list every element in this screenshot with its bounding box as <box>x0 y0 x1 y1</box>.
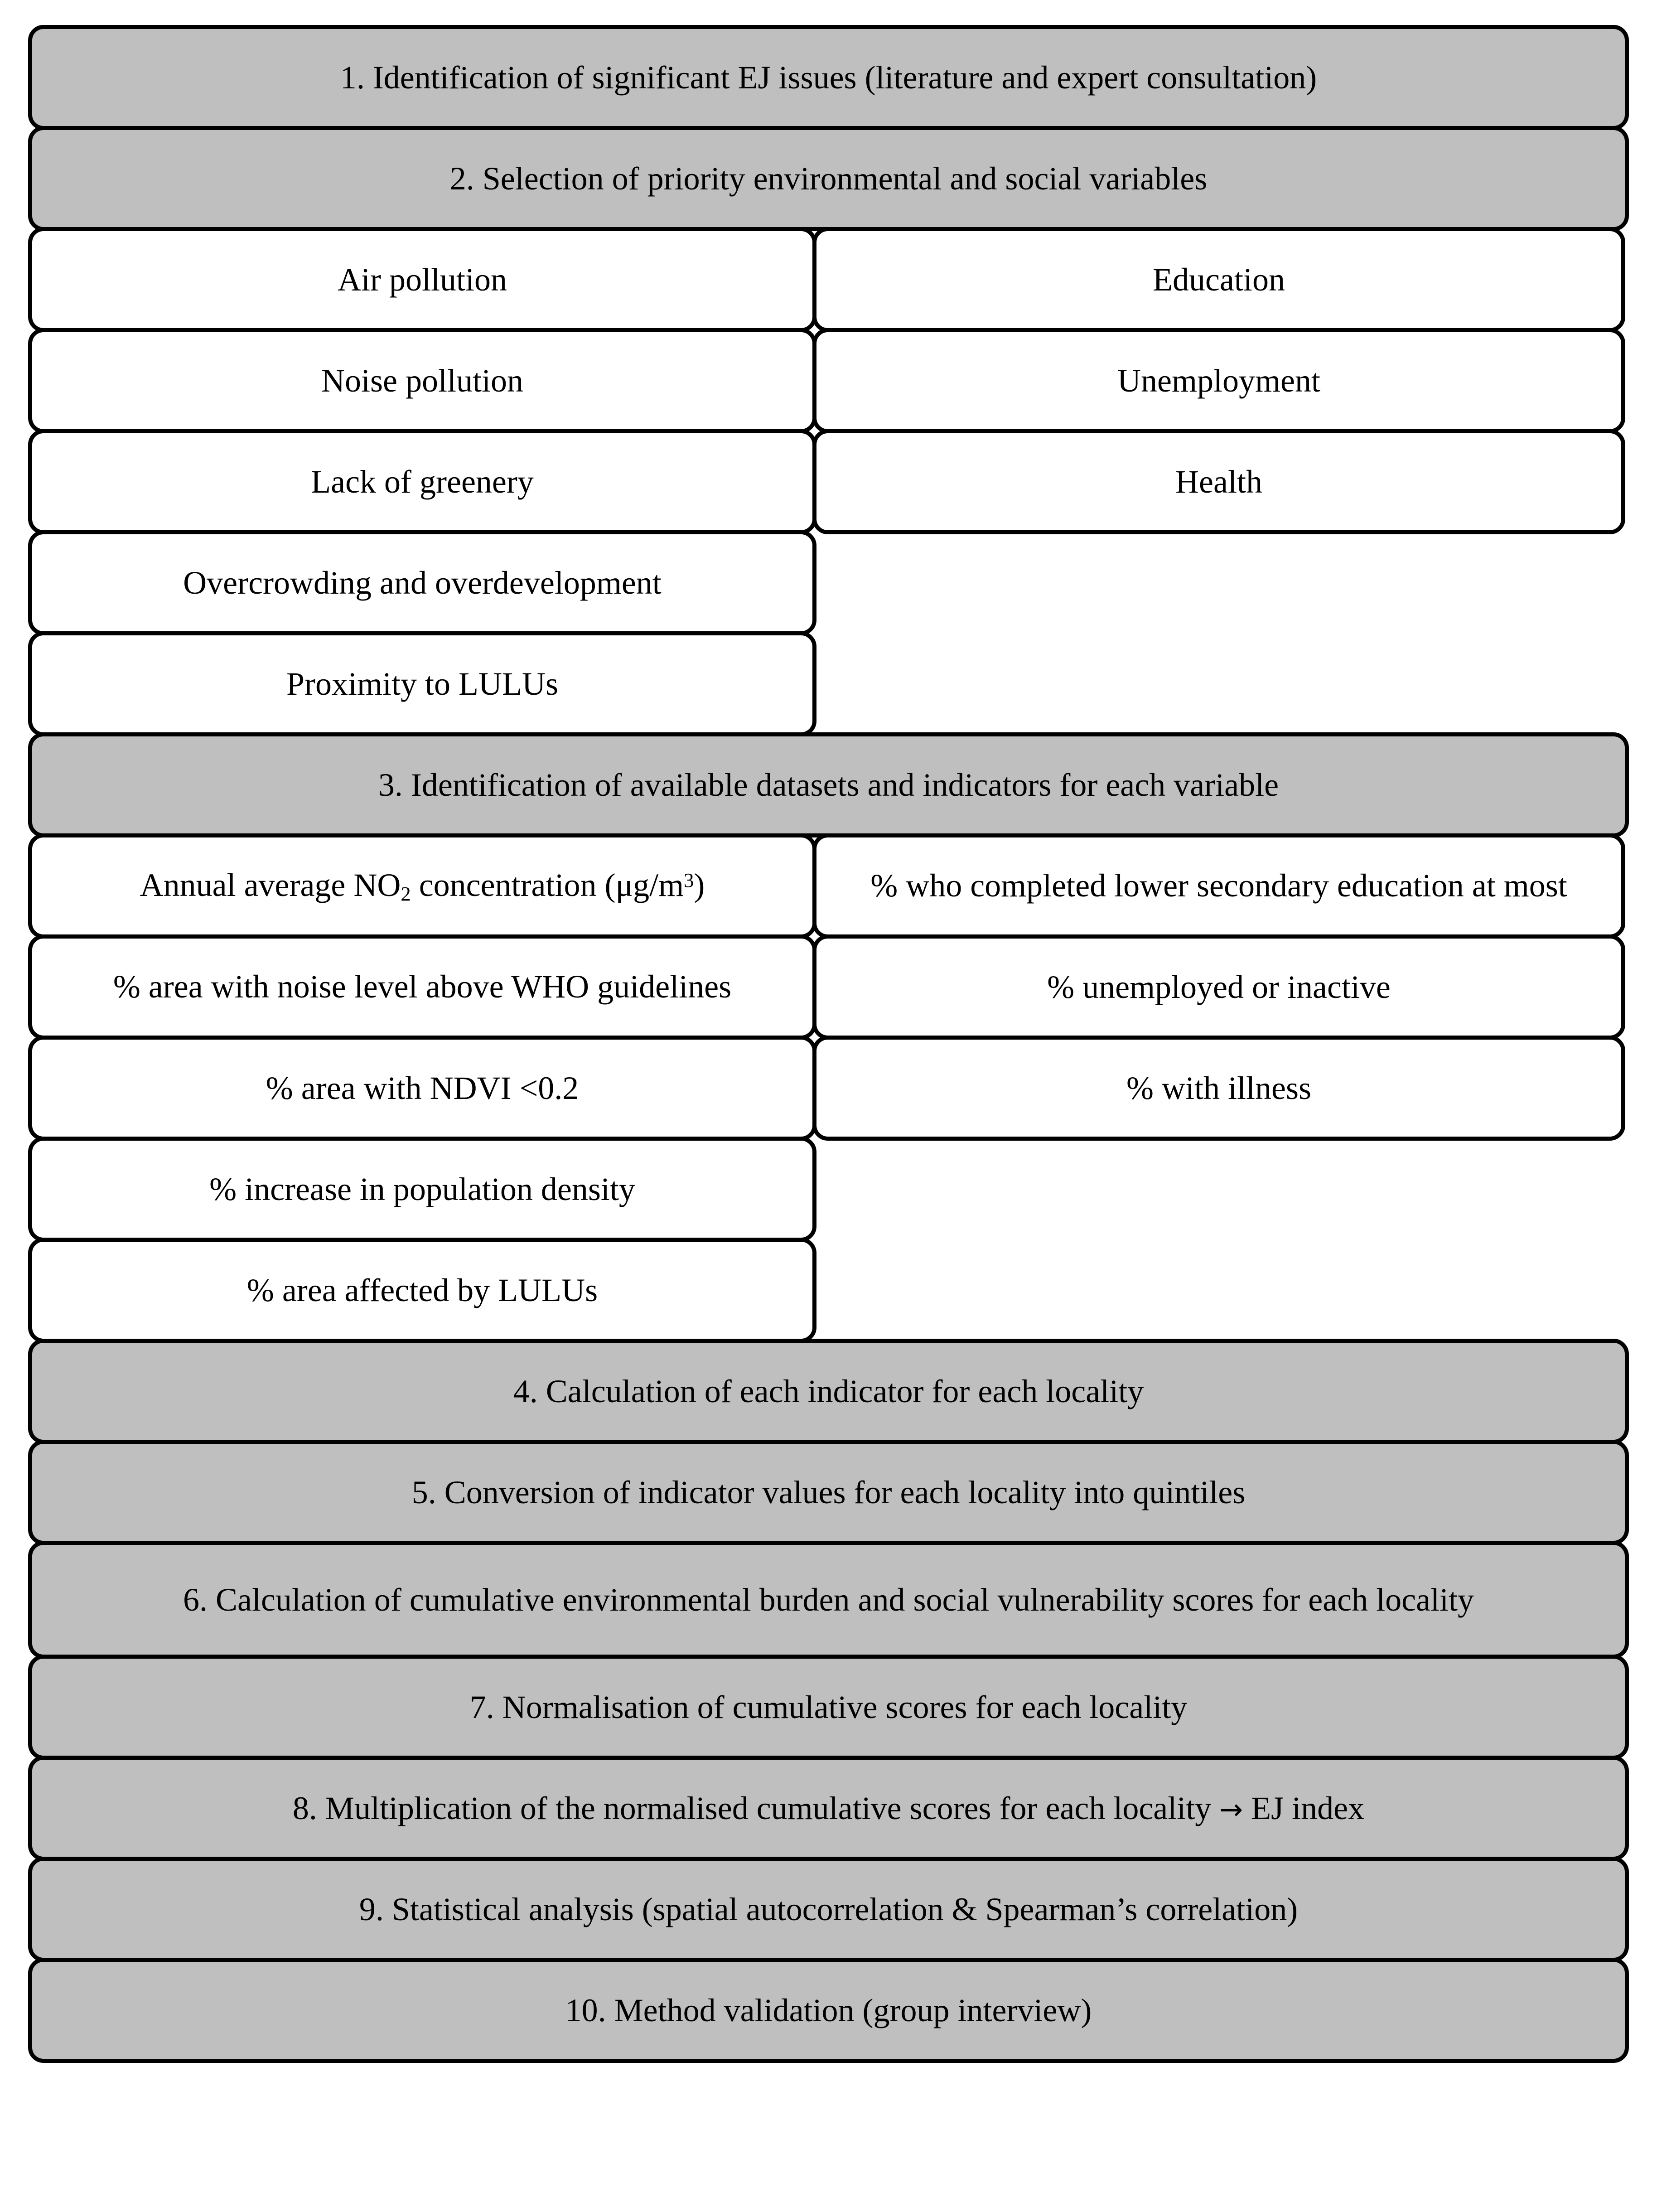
flow-step-8: 8. Multiplication of the normalised cumu… <box>28 1756 1629 1861</box>
indicator-no2-concentration: Annual average NO2 concentration (μg/m3) <box>28 833 816 939</box>
methodology-flowchart: 1. Identification of significant EJ issu… <box>28 25 1629 2063</box>
flow-step-1: 1. Identification of significant EJ issu… <box>28 25 1629 130</box>
indicator-noise-above-who: % area with noise level above WHO guidel… <box>28 934 816 1040</box>
social-variables-column: Education Unemployment Health <box>812 227 1625 534</box>
flow-step-3: 3. Identification of available datasets … <box>28 732 1629 837</box>
right-arrow-icon: → <box>1219 1793 1243 1826</box>
variable-health: Health <box>812 429 1625 534</box>
variables-columns: Air pollution Noise pollution Lack of gr… <box>28 227 1629 736</box>
indicator-no2-pre: Annual average NO <box>140 867 401 904</box>
indicators-columns: Annual average NO2 concentration (μg/m3)… <box>28 833 1629 1343</box>
social-indicators-column: % who completed lower secondary educatio… <box>812 833 1625 1141</box>
variable-air-pollution: Air pollution <box>28 227 816 332</box>
variable-overcrowding: Overcrowding and overdevelopment <box>28 530 816 635</box>
flow-step-10: 10. Method validation (group interview) <box>28 1958 1629 2063</box>
variable-lack-of-greenery: Lack of greenery <box>28 429 816 534</box>
variable-noise-pollution: Noise pollution <box>28 328 816 433</box>
indicator-no2-mid: concentration (μg/m <box>411 867 684 904</box>
indicator-ndvi: % area with NDVI <0.2 <box>28 1036 816 1141</box>
variable-unemployment: Unemployment <box>812 328 1625 433</box>
indicator-population-density: % increase in population density <box>28 1137 816 1242</box>
indicator-no2-post: ) <box>694 867 705 904</box>
indicator-area-affected-by-lulus: % area affected by LULUs <box>28 1238 816 1343</box>
flow-step-5: 5. Conversion of indicator values for ea… <box>28 1440 1629 1545</box>
flow-step-7: 7. Normalisation of cumulative scores fo… <box>28 1655 1629 1760</box>
flow-step-4: 4. Calculation of each indicator for eac… <box>28 1339 1629 1444</box>
variable-education: Education <box>812 227 1625 332</box>
indicator-unemployed-or-inactive: % unemployed or inactive <box>812 934 1625 1040</box>
indicator-lower-secondary-education: % who completed lower secondary educatio… <box>812 833 1625 939</box>
flow-step-8-text-after: EJ index <box>1243 1790 1365 1826</box>
variable-proximity-to-lulus: Proximity to LULUs <box>28 631 816 736</box>
flow-step-9: 9. Statistical analysis (spatial autocor… <box>28 1857 1629 1962</box>
indicator-no2-superscript: 3 <box>684 869 694 892</box>
flow-step-6: 6. Calculation of cumulative environment… <box>28 1541 1629 1659</box>
flow-step-8-text-before: 8. Multiplication of the normalised cumu… <box>292 1790 1220 1826</box>
environmental-indicators-column: Annual average NO2 concentration (μg/m3)… <box>28 833 816 1343</box>
indicator-no2-subscript: 2 <box>401 882 411 905</box>
flow-step-2: 2. Selection of priority environmental a… <box>28 126 1629 231</box>
indicator-with-illness: % with illness <box>812 1036 1625 1141</box>
environmental-variables-column: Air pollution Noise pollution Lack of gr… <box>28 227 816 736</box>
